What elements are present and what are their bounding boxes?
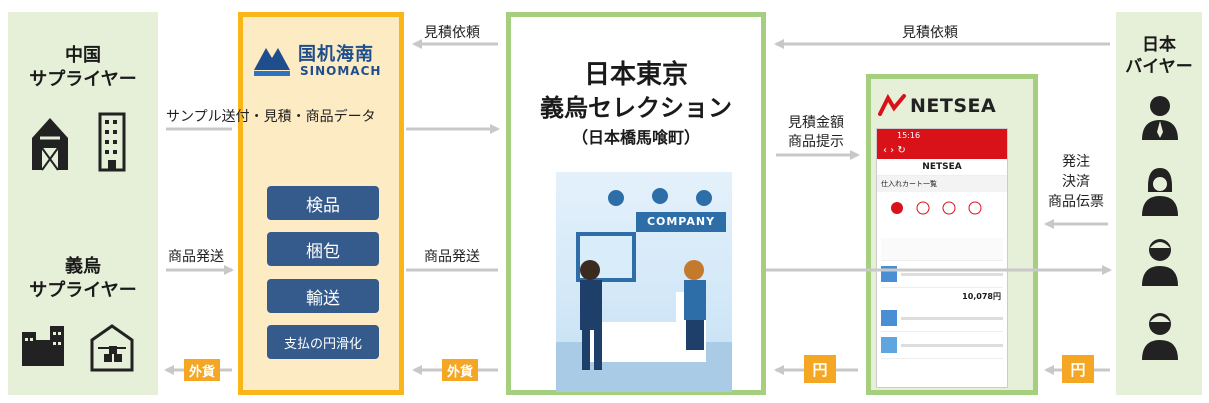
list-item (881, 332, 1003, 359)
ship-to-japan-label: 商品発送 (424, 249, 480, 265)
company-sign-text: COMPANY (646, 215, 716, 228)
step-inspection: 検品 (267, 186, 379, 220)
phone-app-name: NETSEA (922, 162, 962, 172)
center-title-line2: 義烏セレクション (540, 94, 732, 122)
phone-item-list: 10,078円 (877, 236, 1007, 361)
currency-badge-yen-2: 円 (1062, 355, 1094, 383)
center-subtitle: （日本橋馬喰町） (571, 128, 700, 147)
sinomach-logo-en: SINOMACH (300, 64, 382, 78)
buyer-businessman-icon (1142, 96, 1178, 140)
netsea-phone-screen: 15:16 ‹ › ↻ NETSEA 仕入れカート一覧 10,078円 (876, 128, 1008, 388)
barn-icon (32, 118, 68, 171)
showroom-illustration: COMPANY (556, 172, 732, 392)
warehouse-icon (90, 324, 134, 372)
yiwu-supplier-title: 義烏 サプライヤー (29, 256, 137, 301)
phone-status-bar: 15:16 (877, 129, 1007, 143)
sinomach-logo-icon (254, 48, 290, 76)
office-building-icon (98, 112, 126, 172)
company-sign: COMPANY (636, 212, 726, 232)
china-supplier-title: 中国 サプライヤー (29, 45, 137, 90)
city-buildings-icon (22, 326, 64, 366)
step-transport: 輸送 (267, 279, 379, 313)
sinomach-logo-cn: 国机海南 (298, 44, 374, 65)
order-flow-label: 発注 決済 商品伝票 (1048, 154, 1104, 210)
netsea-logo-icon (878, 94, 906, 116)
phone-nav-bar: ‹ › ↻ (877, 143, 1007, 159)
currency-badge-yen-1: 円 (804, 355, 836, 383)
step-packing: 梱包 (267, 232, 379, 266)
phone-section-title: 仕入れカート一覧 (877, 176, 1007, 192)
list-item (881, 305, 1003, 332)
buyer-person-icon (1142, 239, 1178, 286)
sinomach-logo: 国机海南 SINOMACH (248, 36, 398, 84)
buyer-man-icon (1142, 313, 1178, 360)
phone-steps (891, 201, 982, 215)
sample-flow-label: サンプル送付・見積・商品データ (166, 109, 376, 125)
netsea-logo: NETSEA (878, 94, 1028, 118)
center-title-line1: 日本東京 (583, 60, 688, 90)
china-supplier-panel (8, 12, 158, 395)
buyer-woman-icon (1142, 168, 1178, 216)
phone-time: 15:16 (897, 131, 921, 140)
list-item (881, 238, 1003, 261)
step-payment: 支払の円滑化 (267, 325, 379, 359)
quote-amount-label: 見積金額 商品提示 (788, 115, 844, 150)
ship-from-yiwu-label: 商品発送 (168, 249, 224, 265)
quote-request-label-right: 見積依頼 (902, 25, 958, 41)
currency-badge-foreign-1: 外貨 (184, 359, 220, 381)
japan-buyer-title: 日本 バイヤー (1125, 35, 1193, 77)
currency-badge-foreign-2: 外貨 (442, 359, 478, 381)
quote-request-label-left: 見積依頼 (424, 25, 480, 41)
netsea-logo-text: NETSEA (910, 95, 997, 117)
phone-app-header: NETSEA (877, 159, 1007, 176)
phone-total: 10,078円 (962, 292, 1001, 301)
